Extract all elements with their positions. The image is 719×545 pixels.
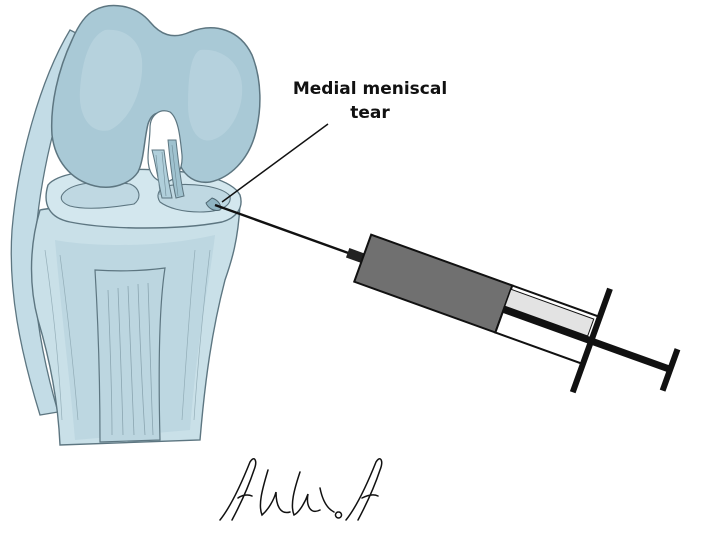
artist-signature (220, 459, 382, 520)
syringe (196, 153, 691, 421)
syringe-barrel (354, 235, 512, 333)
annotation-label-line2: tear (350, 103, 390, 123)
fibula (95, 268, 165, 442)
signature-mark (220, 459, 382, 520)
annotation-label-line1: Medial meniscal (293, 79, 447, 99)
knee-joint-illustration (11, 6, 260, 445)
